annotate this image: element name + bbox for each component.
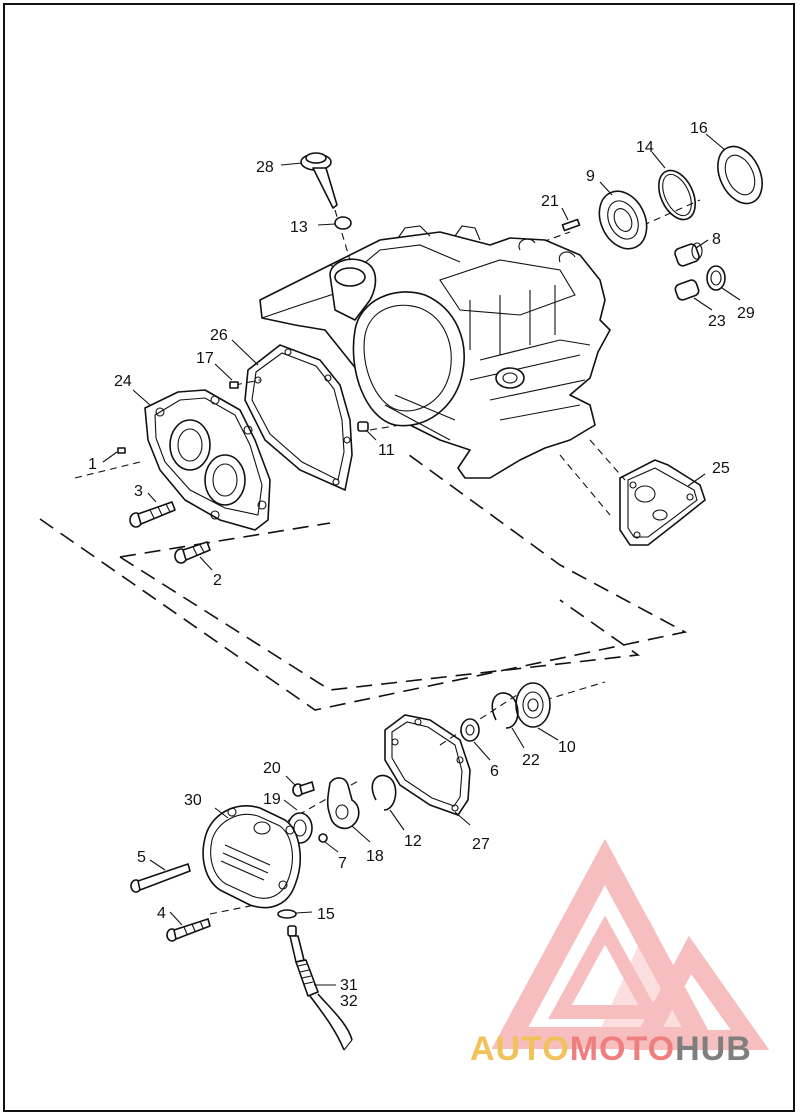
o-ring-15 (277, 909, 297, 919)
dowel-1 (117, 447, 126, 454)
callout-3: 3 (134, 483, 143, 500)
o-ring-13 (334, 216, 352, 230)
bearing-cover-24 (144, 389, 271, 531)
callout-2: 2 (213, 572, 222, 589)
retaining-ring-14 (658, 169, 696, 221)
callout-30: 30 (184, 792, 202, 809)
bearing-9 (598, 190, 648, 250)
callout-13: 13 (290, 219, 308, 236)
callout-32: 32 (340, 993, 358, 1010)
gasket-26 (244, 344, 353, 492)
callout-12: 12 (404, 833, 422, 850)
bolt-4 (166, 918, 211, 942)
callout-20: 20 (263, 760, 281, 777)
callout-7: 7 (338, 855, 347, 872)
gasket-25 (619, 459, 706, 546)
watermark-hub: HUB (675, 1030, 752, 1068)
seal-29 (706, 265, 726, 291)
callout-17: 17 (196, 350, 214, 367)
shift-lever-18 (326, 777, 360, 830)
bushing-8 (674, 242, 703, 267)
automotohub-logo (491, 838, 770, 1050)
nut-6 (460, 718, 480, 742)
callout-23: 23 (708, 313, 726, 330)
callout-10: 10 (558, 739, 576, 756)
dipstick-28 (300, 152, 351, 261)
leader-lines (102, 133, 741, 986)
callout-9: 9 (586, 168, 595, 185)
sensor-harness-31-32 (287, 925, 353, 1051)
screw-20 (292, 781, 315, 797)
top-cover-30 (202, 805, 301, 909)
retaining-ring-12 (371, 774, 397, 811)
callout-18: 18 (366, 848, 384, 865)
callout-19: 19 (263, 791, 281, 808)
callout-11: 11 (378, 442, 395, 459)
watermark-auto: AUTO (470, 1030, 570, 1068)
callout-16: 16 (690, 120, 708, 137)
ball-7 (318, 833, 328, 843)
diagram-border (3, 3, 795, 1112)
callout-26: 26 (210, 327, 228, 344)
watermark-moto: MOTO (569, 1030, 676, 1068)
callout-22: 22 (522, 752, 540, 769)
callout-15: 15 (317, 906, 335, 923)
dowel-17 (229, 381, 239, 389)
callout-5: 5 (137, 849, 146, 866)
dowel-11 (357, 421, 369, 432)
callout-labels: 1 2 3 4 5 6 7 8 9 10 11 12 13 14 15 16 1… (88, 120, 755, 1010)
transmission-case (259, 225, 611, 479)
gasket-27 (384, 714, 471, 816)
bolt-2 (174, 541, 211, 564)
seal-16 (717, 145, 763, 205)
bolt-5 (130, 863, 191, 893)
callout-8: 8 (712, 231, 721, 248)
callout-1: 1 (88, 456, 97, 473)
callout-27: 27 (472, 836, 490, 853)
callout-31: 31 (340, 977, 358, 994)
callout-29: 29 (737, 305, 755, 322)
callout-24: 24 (114, 373, 132, 390)
callout-21: 21 (541, 193, 559, 210)
callout-4: 4 (157, 905, 166, 922)
bushing-23 (674, 279, 700, 301)
automotohub-watermark: AUTOMOTOHUB (470, 1030, 752, 1069)
bearing-10 (515, 682, 551, 728)
retaining-ring-22 (491, 692, 519, 729)
callout-25: 25 (712, 460, 730, 477)
bolt-3 (129, 501, 176, 528)
pin-21 (561, 218, 581, 232)
callout-14: 14 (636, 139, 654, 156)
callout-28: 28 (256, 159, 274, 176)
callout-6: 6 (490, 763, 499, 780)
